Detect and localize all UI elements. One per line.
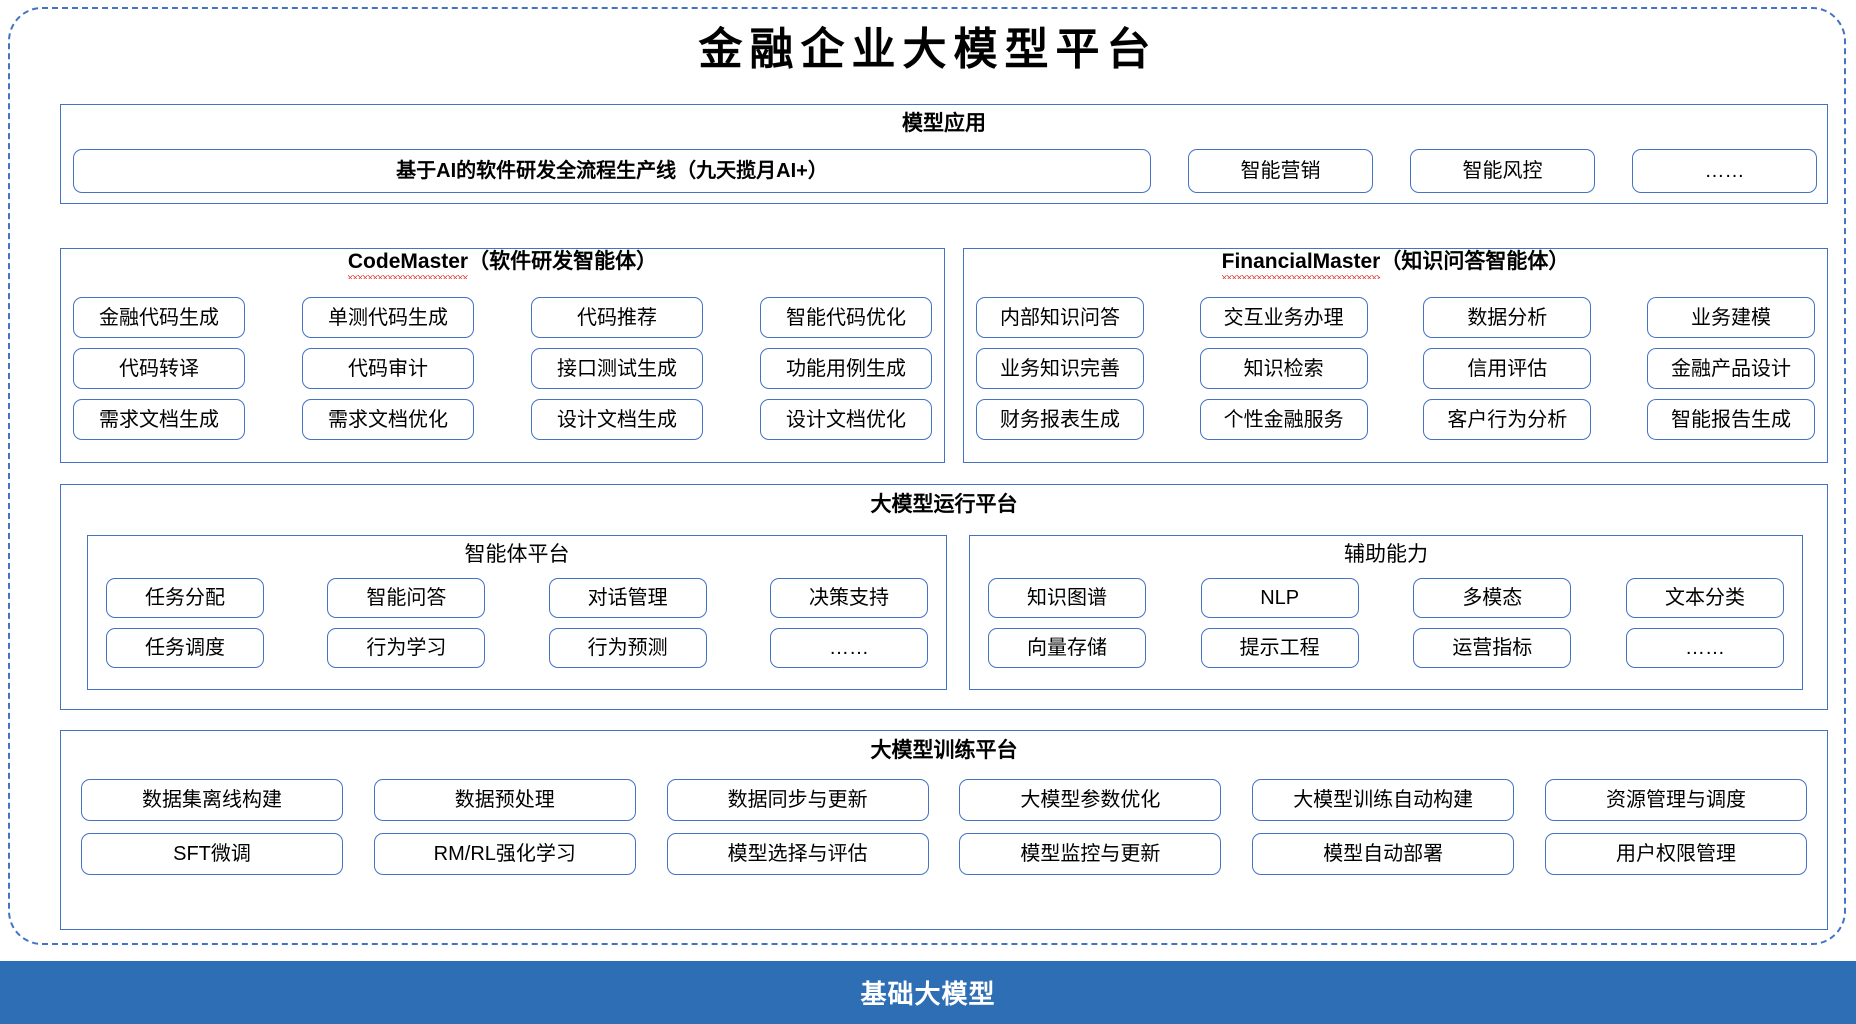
capability-chip[interactable]: 金融代码生成: [73, 297, 245, 338]
panel-title-runtime-platform: 大模型运行平台: [870, 493, 1018, 516]
panel-title-code-master: CodeMaster（软件研发智能体）: [61, 249, 944, 279]
capability-chip[interactable]: 接口测试生成: [531, 348, 703, 389]
capability-chip[interactable]: 数据集离线构建: [81, 779, 343, 821]
capability-chip[interactable]: 行为预测: [548, 628, 707, 668]
base-model-label: 基础大模型: [860, 979, 996, 1009]
capability-chip[interactable]: 对话管理: [548, 578, 707, 618]
base-model-bar: 基础大模型: [0, 961, 1856, 1024]
capability-chip[interactable]: 数据预处理: [373, 779, 636, 821]
capability-chip[interactable]: 数据分析: [1423, 297, 1592, 338]
capability-chip[interactable]: NLP: [1200, 578, 1359, 618]
model-application-item-row: 基于AI的软件研发全流程生产线（九天揽月AI+） 智能营销智能风控 ……: [73, 149, 1817, 193]
code-master-name-en: CodeMaster: [347, 250, 469, 279]
capability-chip[interactable]: 决策支持: [769, 578, 928, 618]
capability-chip[interactable]: 智能报告生成: [1646, 399, 1815, 440]
code-master-capability-grid: 金融代码生成 单测代码生成 代码推荐 智能代码优化代码转译 代码审计 接口测试生成 功能用例…: [73, 297, 932, 440]
capability-chip[interactable]: 提示工程: [1200, 628, 1359, 668]
capability-chip[interactable]: ……: [1625, 628, 1784, 668]
capability-chip[interactable]: 大模型参数优化: [959, 779, 1222, 821]
panel-model-application: 模型应用 基于AI的软件研发全流程生产线（九天揽月AI+） 智能营销智能风控 ……: [60, 104, 1828, 204]
capability-chip[interactable]: 大模型训练自动构建: [1252, 779, 1515, 821]
capability-row: 需求文档生成 需求文档优化 设计文档生成 设计文档优化: [73, 399, 932, 440]
capability-row: 向量存储 提示工程 运营指标 ……: [988, 628, 1784, 668]
capability-chip[interactable]: 向量存储: [988, 628, 1146, 668]
capability-chip[interactable]: 资源管理与调度: [1544, 779, 1807, 821]
panel-training-platform: 大模型训练平台 数据集离线构建数据预处理数据同步与更新大模型参数优化大模型训练自…: [60, 730, 1828, 930]
capability-chip[interactable]: ……: [769, 628, 928, 668]
capability-chip[interactable]: 行为学习: [327, 628, 486, 668]
capability-row: 数据集离线构建数据预处理数据同步与更新大模型参数优化大模型训练自动构建资源管理与…: [81, 779, 1807, 821]
capability-row: 业务知识完善 知识检索 信用评估 金融产品设计: [976, 348, 1815, 389]
model-application-item[interactable]: ……: [1632, 149, 1817, 193]
page-title: 金融企业大模型平台: [698, 25, 1158, 74]
sub-panel-title-auxiliary-ability: 辅助能力: [1344, 543, 1428, 566]
model-application-item[interactable]: 基于AI的软件研发全流程生产线（九天揽月AI+）: [73, 149, 1151, 193]
capability-chip[interactable]: 知识检索: [1199, 348, 1368, 389]
capability-chip[interactable]: 文本分类: [1625, 578, 1784, 618]
capability-chip[interactable]: 模型监控与更新: [959, 833, 1222, 875]
capability-chip[interactable]: 设计文档优化: [760, 399, 932, 440]
capability-chip[interactable]: 财务报表生成: [976, 399, 1144, 440]
capability-chip[interactable]: 知识图谱: [988, 578, 1146, 618]
capability-row: 金融代码生成 单测代码生成 代码推荐 智能代码优化: [73, 297, 932, 338]
model-application-item[interactable]: 智能风控: [1410, 149, 1595, 193]
financial-master-name-en: FinancialMaster: [1221, 250, 1381, 279]
capability-row: 财务报表生成 个性金融服务 客户行为分析 智能报告生成: [976, 399, 1815, 440]
panel-title-training-platform: 大模型训练平台: [870, 739, 1018, 762]
capability-row: 任务调度 行为学习 行为预测 ……: [106, 628, 928, 668]
capability-row: SFT微调 RM/RL强化学习模型选择与评估模型监控与更新模型自动部署用户权限管理: [81, 833, 1807, 875]
capability-chip[interactable]: 智能问答: [327, 578, 486, 618]
code-master-name-cn: （软件研发智能体）: [468, 250, 658, 273]
capability-chip[interactable]: RM/RL强化学习: [373, 833, 636, 875]
capability-chip[interactable]: 金融产品设计: [1646, 348, 1815, 389]
capability-chip[interactable]: 信用评估: [1423, 348, 1592, 389]
panel-title-model-application: 模型应用: [902, 112, 986, 135]
capability-chip[interactable]: 设计文档生成: [531, 399, 703, 440]
capability-chip[interactable]: 代码转译: [73, 348, 245, 389]
capability-chip[interactable]: 功能用例生成: [760, 348, 932, 389]
capability-chip[interactable]: 需求文档生成: [73, 399, 245, 440]
auxiliary-ability-capability-grid: 知识图谱 NLP 多模态 文本分类向量存储 提示工程 运营指标 ……: [988, 578, 1784, 668]
sub-panel-title-agent-platform: 智能体平台: [464, 543, 570, 566]
capability-chip[interactable]: 单测代码生成: [302, 297, 474, 338]
training-platform-capability-grid: 数据集离线构建数据预处理数据同步与更新大模型参数优化大模型训练自动构建资源管理与…: [81, 779, 1807, 875]
diagram-outer-frame: [8, 7, 1846, 945]
capability-chip[interactable]: 模型选择与评估: [666, 833, 929, 875]
capability-row: 代码转译 代码审计 接口测试生成 功能用例生成: [73, 348, 932, 389]
agent-platform-capability-grid: 任务分配 智能问答 对话管理 决策支持任务调度 行为学习 行为预测 ……: [106, 578, 928, 668]
capability-chip[interactable]: 内部知识问答: [976, 297, 1144, 338]
sub-panel-auxiliary-ability: 辅助能力 知识图谱 NLP 多模态 文本分类向量存储 提示工程 运营指标 ……: [969, 535, 1803, 690]
capability-chip[interactable]: 个性金融服务: [1199, 399, 1368, 440]
capability-chip[interactable]: SFT微调: [81, 833, 343, 875]
capability-chip[interactable]: 运营指标: [1413, 628, 1572, 668]
capability-chip[interactable]: 需求文档优化: [302, 399, 474, 440]
capability-chip[interactable]: 数据同步与更新: [666, 779, 929, 821]
financial-master-capability-grid: 内部知识问答 交互业务办理 数据分析 业务建模业务知识完善 知识检索 信用评估 金融产品设计…: [976, 297, 1815, 440]
capability-chip[interactable]: 业务知识完善: [976, 348, 1144, 389]
capability-chip[interactable]: 智能代码优化: [760, 297, 932, 338]
capability-row: 内部知识问答 交互业务办理 数据分析 业务建模: [976, 297, 1815, 338]
capability-chip[interactable]: 用户权限管理: [1544, 833, 1807, 875]
panel-runtime-platform: 大模型运行平台 智能体平台 任务分配 智能问答 对话管理 决策支持任务调度 行为学习 行为…: [60, 484, 1828, 710]
panel-code-master: CodeMaster（软件研发智能体） 金融代码生成 单测代码生成 代码推荐 智能代码…: [60, 248, 945, 463]
capability-chip[interactable]: 客户行为分析: [1423, 399, 1592, 440]
capability-row: 任务分配 智能问答 对话管理 决策支持: [106, 578, 928, 618]
financial-master-name-cn: （知识问答智能体）: [1380, 250, 1570, 273]
panel-financial-master: FinancialMaster（知识问答智能体） 内部知识问答 交互业务办理 数据分…: [963, 248, 1828, 463]
capability-chip[interactable]: 任务调度: [106, 628, 264, 668]
capability-chip[interactable]: 模型自动部署: [1252, 833, 1515, 875]
panel-title-financial-master: FinancialMaster（知识问答智能体）: [964, 249, 1827, 279]
capability-chip[interactable]: 代码推荐: [531, 297, 703, 338]
capability-row: 知识图谱 NLP 多模态 文本分类: [988, 578, 1784, 618]
capability-chip[interactable]: 任务分配: [106, 578, 264, 618]
sub-panel-agent-platform: 智能体平台 任务分配 智能问答 对话管理 决策支持任务调度 行为学习 行为预测 ……: [87, 535, 947, 690]
capability-chip[interactable]: 交互业务办理: [1199, 297, 1368, 338]
model-application-item[interactable]: 智能营销: [1188, 149, 1373, 193]
capability-chip[interactable]: 多模态: [1413, 578, 1572, 618]
capability-chip[interactable]: 代码审计: [302, 348, 474, 389]
capability-chip[interactable]: 业务建模: [1646, 297, 1815, 338]
